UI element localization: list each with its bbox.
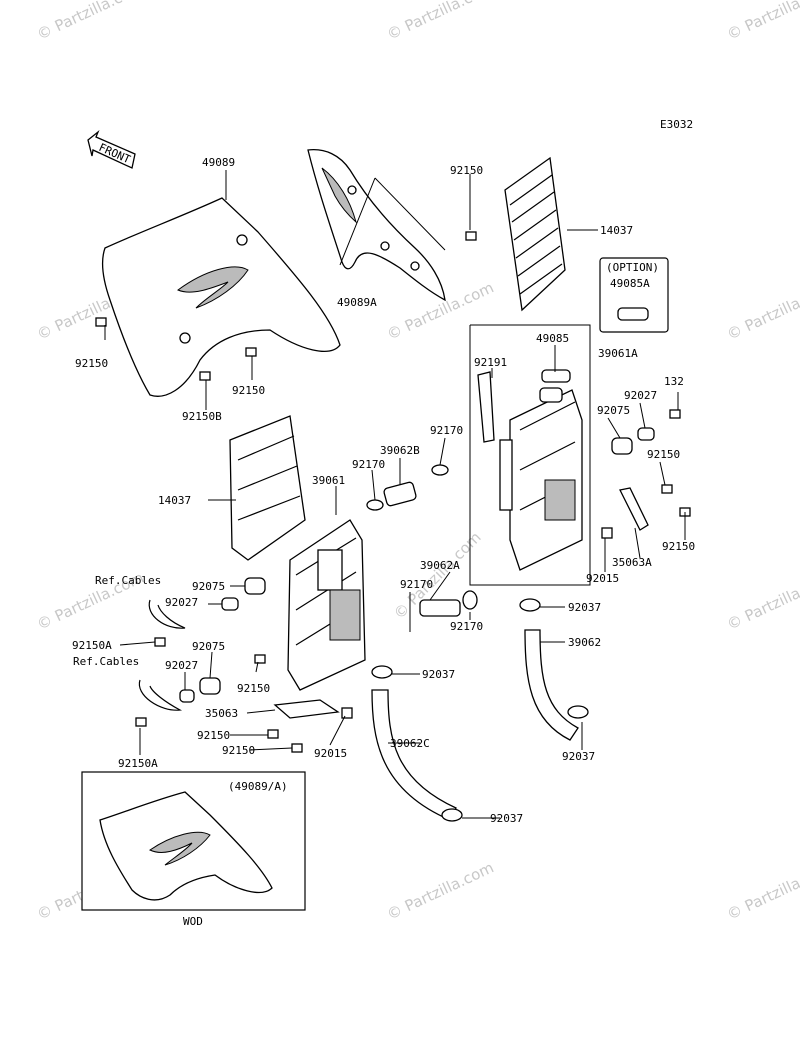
inset-caption: WOD [183, 915, 203, 928]
label-39062B: 39062B [380, 444, 420, 457]
label-92037: 92037 [562, 750, 595, 763]
label-92027: 92027 [165, 659, 198, 672]
hose-92191 [477, 371, 495, 443]
label-132: 132 [664, 375, 684, 388]
front-arrow-icon: FRONT [87, 129, 136, 169]
leader-lines [104, 170, 686, 819]
label-39061: 39061 [312, 474, 345, 487]
bracket-35063 [273, 699, 340, 719]
label-92150: 92150 [450, 164, 483, 177]
grille-14037-left [229, 415, 306, 561]
label-92075: 92075 [192, 640, 225, 653]
label-ref-cables: Ref.Cables [73, 655, 139, 668]
grille-14037-right [504, 156, 566, 312]
inset-title: (49089/A) [228, 780, 288, 793]
label-92150: 92150 [237, 682, 270, 695]
label-92015: 92015 [586, 572, 619, 585]
diagram-code: E3032 [660, 118, 693, 131]
shroud-49089 [101, 197, 341, 397]
hose-39062C [371, 689, 457, 821]
part-labels: 49089 49089A 92150 14037 92150 92150 921… [72, 156, 695, 825]
watermark-text: © Partzilla.com [724, 278, 800, 343]
label-92150A: 92150A [72, 639, 112, 652]
label-92150: 92150 [197, 729, 230, 742]
label-92075: 92075 [192, 580, 225, 593]
watermark-text: © Partzilla.com [34, 0, 147, 44]
label-92191: 92191 [474, 356, 507, 369]
shroud-49089A [307, 149, 446, 302]
label-92170: 92170 [430, 424, 463, 437]
label-92150B: 92150B [182, 410, 222, 423]
label-92027: 92027 [624, 389, 657, 402]
label-92170: 92170 [450, 620, 483, 633]
label-35063A: 35063A [612, 556, 652, 569]
hose-39062B [383, 481, 417, 507]
label-39062C: 39062C [390, 737, 430, 750]
label-92027: 92027 [165, 596, 198, 609]
label-49089A: 49089A [337, 296, 377, 309]
label-92037: 92037 [422, 668, 455, 681]
option-part: 49085A [610, 277, 650, 290]
label-92037: 92037 [568, 601, 601, 614]
label-92150: 92150 [647, 448, 680, 461]
label-35063: 35063 [205, 707, 238, 720]
grommet-icons [179, 369, 655, 703]
label-92037: 92037 [490, 812, 523, 825]
hose-39062A [419, 599, 461, 617]
label-39062A: 39062A [420, 559, 460, 572]
cable-clip-1 [148, 599, 186, 629]
hose-39062 [524, 629, 579, 741]
label-92075: 92075 [597, 404, 630, 417]
label-92015: 92015 [314, 747, 347, 760]
radiator-39061 [287, 519, 366, 691]
cable-clip-2 [138, 679, 183, 711]
radiator-39061A [469, 324, 591, 586]
label-92150A: 92150A [118, 757, 158, 770]
watermark-text: © Partzilla.com [384, 858, 497, 923]
label-39061A: 39061A [598, 347, 638, 360]
label-92170: 92170 [400, 578, 433, 591]
option-box: (OPTION) 49085A [599, 257, 669, 333]
option-title: (OPTION) [606, 261, 659, 274]
label-92150: 92150 [232, 384, 265, 397]
bracket-35063A [619, 487, 649, 531]
label-14037: 14037 [158, 494, 191, 507]
watermark-text: © Partzilla.com [724, 0, 800, 44]
label-49089: 49089 [202, 156, 235, 169]
clamp-icons [366, 464, 589, 822]
label-92150: 92150 [662, 540, 695, 553]
label-92150: 92150 [222, 744, 255, 757]
watermark-text: © Partzilla.com [724, 858, 800, 923]
watermark-text: © Partzilla.com [384, 0, 497, 44]
label-39062: 39062 [568, 636, 601, 649]
inset-wod: (49089/A) WOD [81, 771, 306, 928]
label-49085: 49085 [536, 332, 569, 345]
label-92150: 92150 [75, 357, 108, 370]
label-92170: 92170 [352, 458, 385, 471]
label-14037: 14037 [600, 224, 633, 237]
watermark-text: © Partzilla.com [724, 568, 800, 633]
label-ref-cables: Ref.Cables [95, 574, 161, 587]
